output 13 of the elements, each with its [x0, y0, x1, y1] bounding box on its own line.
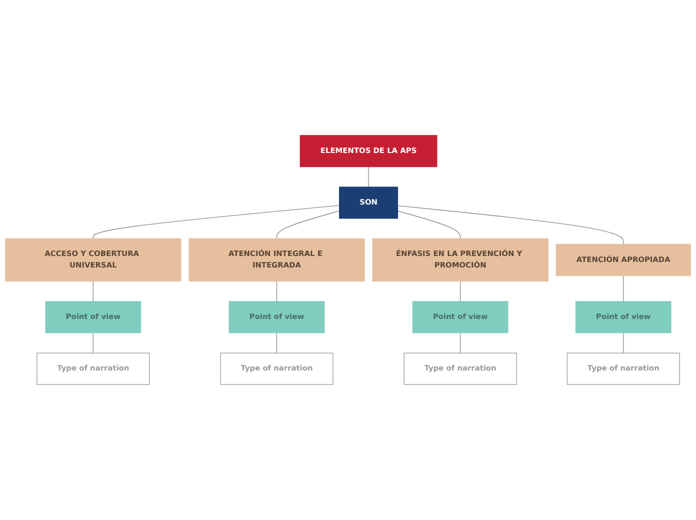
connector: [92, 280, 94, 302]
connector: [397, 205, 624, 245]
connector: [92, 332, 94, 354]
connector: [276, 210, 340, 240]
connector: [460, 332, 461, 354]
connector: [368, 166, 369, 188]
connector: [276, 332, 278, 354]
connector: [460, 280, 461, 302]
connector: [276, 280, 278, 302]
connector: [92, 205, 340, 240]
connector: [623, 275, 624, 302]
connector: [623, 332, 624, 354]
connector: [397, 210, 461, 240]
